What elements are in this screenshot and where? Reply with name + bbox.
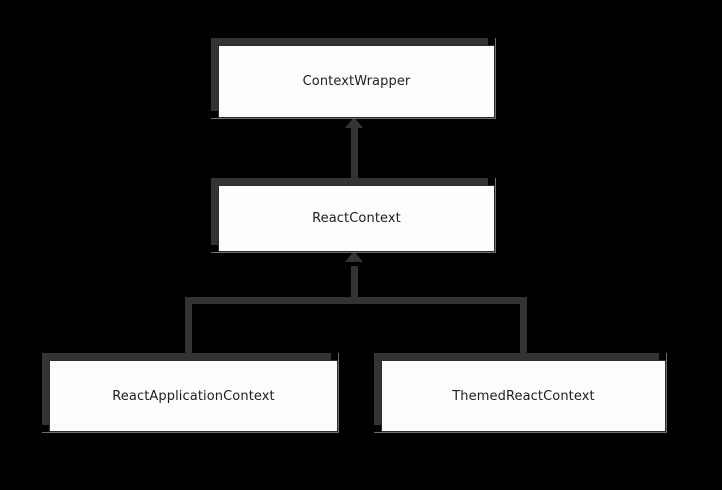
class-name-label: ReactContext (312, 211, 401, 226)
class-name-label: ContextWrapper (302, 74, 411, 89)
node-edge-highlight (374, 353, 667, 433)
node-edge-highlight (211, 38, 496, 119)
node-body: ContextWrapper (218, 45, 495, 118)
class-node-react-application-context[interactable]: ReactApplicationContext (42, 353, 339, 433)
class-name-label: ThemedReactContext (452, 388, 595, 404)
connector-drop-themed-react-context (520, 297, 527, 355)
connector-branch-bar (185, 297, 527, 304)
generalization-arrowhead-context-wrapper (345, 117, 363, 128)
connector-drop-react-application-context (185, 297, 192, 355)
class-name-label: ReactApplicationContext (112, 388, 275, 404)
class-node-context-wrapper[interactable]: ContextWrapper (211, 38, 496, 119)
node-body: ReactApplicationContext (49, 360, 338, 432)
class-node-themed-react-context[interactable]: ThemedReactContext (374, 353, 667, 433)
node-edge-highlight (42, 353, 339, 433)
node-body: ReactContext (218, 185, 495, 252)
connector-react-context-to-context-wrapper (351, 126, 358, 178)
node-body: ThemedReactContext (381, 360, 666, 432)
connector-stem-react-context (351, 266, 358, 300)
node-edge-highlight (211, 178, 496, 253)
class-node-react-context[interactable]: ReactContext (211, 178, 496, 253)
generalization-arrowhead-react-context (345, 251, 363, 262)
